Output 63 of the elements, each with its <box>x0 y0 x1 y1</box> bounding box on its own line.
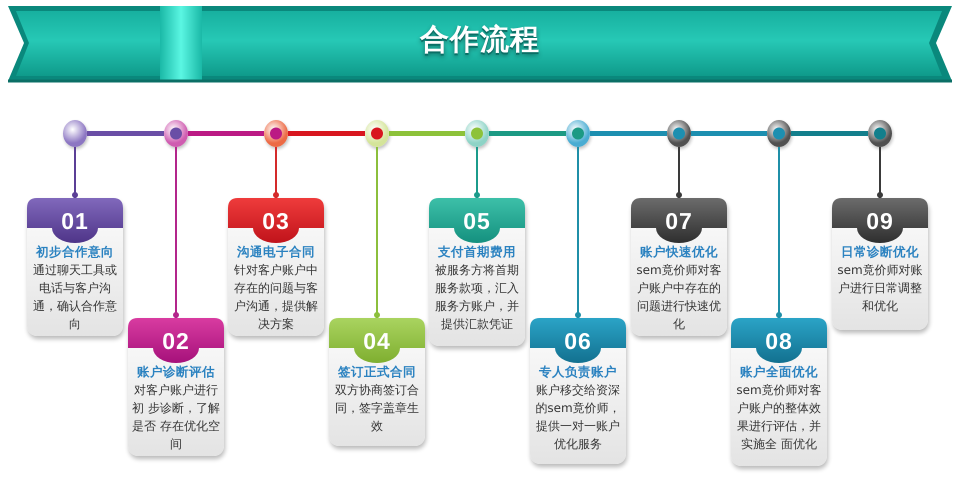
step-title: 账户诊断评估 <box>137 364 215 380</box>
step-card <box>530 318 626 464</box>
timeline-dot <box>667 120 691 147</box>
step-title: 账户快速优化 <box>640 244 718 260</box>
step-description: sem竟价师对客户账户的整体效果进行评估，并实施全 面优化 <box>735 382 823 453</box>
connector-line <box>776 147 782 318</box>
timeline-dot <box>566 120 590 147</box>
timeline-dot <box>63 120 87 147</box>
step-title: 日常诊断优化 <box>841 244 919 260</box>
step-description: 针对客户账户中存在的问题与客户沟通，提供解决方案 <box>233 262 319 333</box>
timeline-line <box>288 128 383 140</box>
timeline-dot <box>767 120 791 147</box>
step-card <box>731 318 827 466</box>
step-description: 对客户账户进行初 步诊断，了解是否 存在优化空间 <box>131 382 221 453</box>
step-description: 被服务方将首期服务款项，汇入服务方账户，并提供汇款凭证 <box>434 262 520 333</box>
step-title: 支付首期费用 <box>438 244 516 260</box>
step-title: 专人负责账户 <box>539 364 617 380</box>
step-description: 双方协商签订合同，签字盖章生效 <box>334 382 420 435</box>
step-number: 09 <box>866 209 894 233</box>
connector-line <box>374 147 380 318</box>
step-title: 签订正式合同 <box>338 364 416 380</box>
step-number: 03 <box>262 209 290 233</box>
connector-line <box>173 147 179 318</box>
step-number: 07 <box>665 209 693 233</box>
timeline-line <box>590 128 685 140</box>
timeline-line <box>489 128 584 140</box>
step-card <box>329 318 425 446</box>
step-title: 初步合作意向 <box>36 244 114 260</box>
step-number: 04 <box>363 329 391 353</box>
connector-line <box>575 147 581 318</box>
timeline-line <box>87 128 182 140</box>
timeline-dot <box>868 120 892 147</box>
timeline-dot <box>465 120 489 147</box>
connector-line <box>72 147 78 198</box>
step-card <box>832 198 928 330</box>
timeline-line <box>188 128 282 140</box>
step-description: 通过聊天工具或电话与客户沟通，确认合作意向 <box>32 262 118 333</box>
step-title: 账户全面优化 <box>740 364 818 380</box>
step-title: 沟通电子合同 <box>237 244 315 260</box>
connector-line <box>676 147 682 198</box>
timeline-dot <box>164 120 188 147</box>
banner-title: 合作流程 <box>420 22 540 56</box>
step-number: 02 <box>162 329 190 353</box>
step-card <box>429 198 525 346</box>
connector-line <box>273 147 279 198</box>
step-number: 05 <box>463 209 491 233</box>
step-number: 01 <box>61 209 89 233</box>
step-description: 账户移交给资深的sem竟价师，提供一对一账户优化服务 <box>534 382 622 453</box>
timeline-line <box>691 128 785 140</box>
step-card <box>631 198 727 336</box>
step-card <box>128 318 224 456</box>
step-number: 06 <box>564 329 592 353</box>
timeline-line <box>791 128 886 140</box>
connector-line <box>877 147 883 198</box>
step-card <box>27 198 123 336</box>
step-number: 08 <box>765 329 793 353</box>
step-description: sem竟价师对客户账户中存在的问题进行快速优化 <box>635 262 723 333</box>
connector-line <box>474 147 480 198</box>
step-description: sem竟价师对账户进行日常调整和优化 <box>836 262 924 315</box>
timeline-dot <box>365 120 389 147</box>
timeline-dot <box>264 120 288 147</box>
step-card <box>228 198 324 336</box>
timeline-line <box>389 128 483 140</box>
